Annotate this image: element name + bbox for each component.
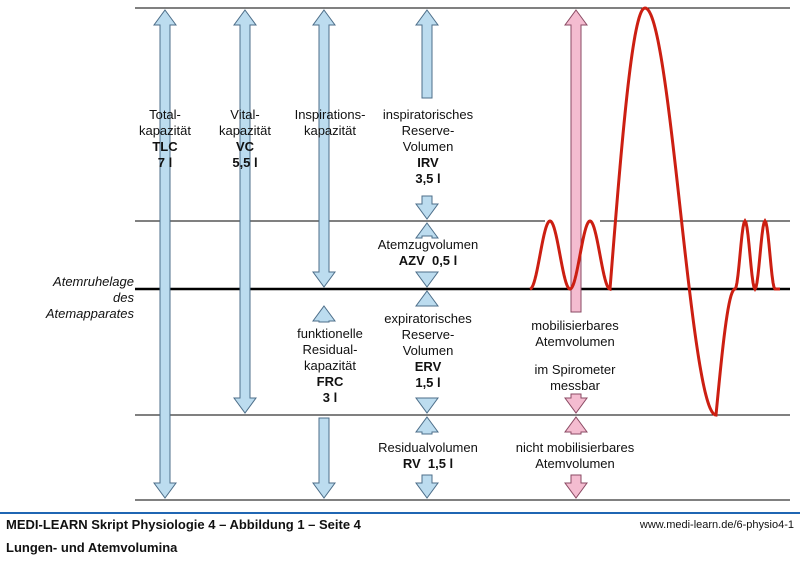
rv-arrow-down [415,474,439,499]
erv-label: expiratorisches Reserve- Volumen ERV 1,5… [384,311,472,390]
irv-label: inspiratorisches Reserve- Volumen IRV 3,… [382,107,474,186]
spirometer-arrow [564,393,588,414]
frc-arrow-down [312,417,336,499]
footer-title: MEDI-LEARN Skript Physiologie 4 – Abbild… [6,517,361,532]
rv-arrow-up [415,416,439,435]
tlc-label: Total- kapazität TLC 7 l [138,107,192,170]
azv-arrow-down [415,271,439,288]
rv-label: Residualvolumen RV 1,5 l [378,440,478,471]
non-mobilizable-volume-label: nicht mobilisierbares Atemvolumen [515,440,635,471]
mobilizable-arrow [564,9,588,313]
vc-label: Vital- kapazität VC 5,5 l [218,107,272,170]
vc-arrow [233,9,257,414]
ic-label: Inspirations- kapazität [294,107,366,138]
azv-arrow-up [415,222,439,239]
footer-url[interactable]: www.medi-learn.de/6-physio4-1 [639,519,794,531]
mobilizable-volume-label: mobilisierbares Atemvolumen [531,318,619,349]
rest-position-label: Atemruhelage des Atemapparates [45,274,134,321]
frc-label: funktionelle Residual- kapazität FRC 3 l [297,326,363,405]
non-mobilizable-arrow-up [564,416,588,435]
erv-arrow-up [415,290,439,307]
irv-arrow-down [415,195,439,220]
respiration-curve [529,6,780,417]
lung-volume-diagram [135,6,790,501]
non-mobilizable-arrow-down [564,474,588,499]
azv-label: Atemzugvolumen AZV 0,5 l [377,237,479,268]
footer-subtitle: Lungen- und Atemvolumina [6,540,178,555]
spirometer-label: im Spirometer messbar [534,362,616,393]
frc-arrow-up [312,305,336,323]
erv-arrow-down [415,397,439,414]
irv-arrow-up [415,9,439,99]
footer-rule [0,512,800,514]
tlc-arrow [153,9,177,499]
ic-arrow [312,9,336,288]
